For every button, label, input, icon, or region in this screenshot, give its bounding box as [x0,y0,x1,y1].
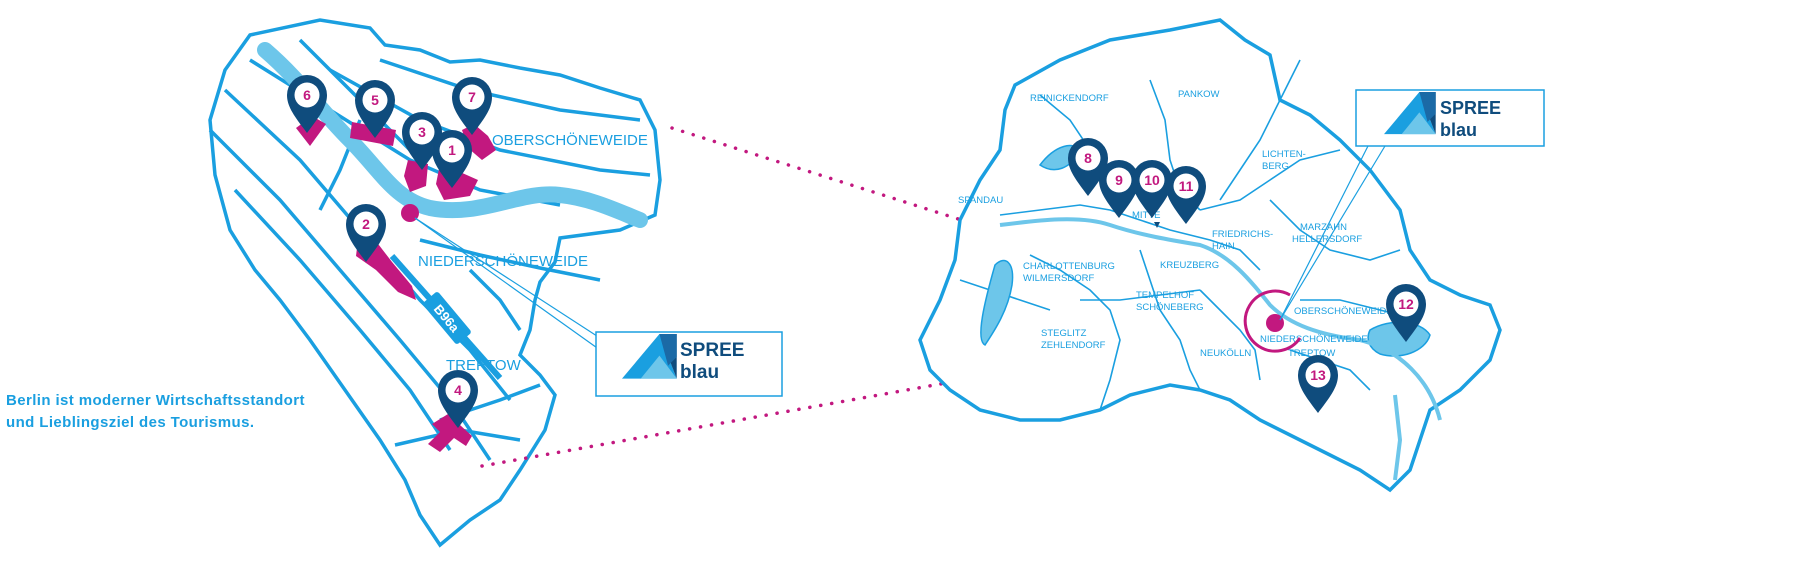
logo-word-blau-right: blau [1440,120,1477,140]
district-charlottenburg-2: WILMERSDORF [1023,273,1094,284]
map-marker-icon[interactable]: 8 [1068,138,1108,196]
pin-number-10: 10 [1144,172,1160,188]
map-marker-icon[interactable]: 1 [432,130,472,188]
callout-lines-left [414,217,601,351]
pin-number-4: 4 [454,382,462,398]
logo-word-spree-right: SPREE [1440,98,1501,118]
map-marker-icon[interactable]: 2 [346,204,386,262]
district-steglitz-2: ZEHLENDORF [1041,340,1106,351]
detail-center-dot [401,204,419,222]
caption: Berlin ist moderner Wirtschaftsstandort … [6,390,386,434]
pin-number-9: 9 [1115,172,1123,188]
map-marker-icon[interactable]: 11 [1166,166,1206,224]
district-pankow: PANKOW [1178,89,1220,100]
pin-number-7: 7 [468,89,476,105]
district-friedrichshain-1: FRIEDRICHS- [1212,229,1273,240]
district-treptow: TREPTOW [1288,348,1335,359]
district-steglitz-1: STEGLITZ [1041,328,1087,339]
label-oberschoeneweide: OBERSCHÖNEWEIDE [492,131,648,149]
district-charlottenburg-1: CHARLOTTENBURG [1023,261,1115,272]
district-kreuzberg: KREUZBERG [1160,260,1219,271]
location-highlight [1243,289,1302,353]
detail-map: B96a OBERSCHÖNEWEIDE NIEDERSCHÖNEWEIDE T… [208,18,783,548]
district-marzahn-2: HELLERSDORF [1292,234,1362,245]
detail-pins: 1 2 3 4 5 6 7 [287,75,492,428]
caption-line-2: und Lieblingsziel des Tourismus. [6,414,255,431]
district-mitte: MITTE [1132,210,1161,221]
pin-number-6: 6 [303,87,311,103]
pin-number-8: 8 [1084,150,1092,166]
pin-number-5: 5 [371,92,379,108]
district-tempelhof-2: SCHÖNEBERG [1136,302,1204,313]
callout-lines-right [1279,145,1386,321]
caption-line-1: Berlin ist moderner Wirtschaftsstandort [6,392,305,409]
district-spandau: SPANDAU [958,195,1003,206]
pin-number-1: 1 [448,142,456,158]
pin-number-12: 12 [1398,296,1414,312]
map-marker-icon[interactable]: 6 [287,75,327,133]
logo-box-left: SPREE blau [595,331,783,397]
district-lichtenberg-1: LICHTEN- [1262,149,1306,160]
district-reinickendorf: REINICKENDORF [1030,93,1109,104]
berlin-outline [918,18,1502,493]
city-river [999,217,1442,481]
map-marker-icon[interactable]: 5 [355,80,395,138]
pin-number-3: 3 [418,124,426,140]
map-marker-icon[interactable]: 4 [438,370,478,428]
map-marker-icon[interactable]: 9 [1099,160,1139,218]
logo-word-blau: blau [680,362,719,383]
district-oberschoeneweide: OBERSCHÖNEWEIDE [1294,306,1393,317]
city-pins: 8 9 10 11 12 13 [1068,138,1426,413]
map-marker-icon[interactable]: 13 [1298,355,1338,413]
detail-map-outline [208,18,662,548]
map-marker-icon[interactable]: 7 [452,77,492,135]
map-marker-icon[interactable]: 3 [402,112,442,170]
pin-number-2: 2 [362,216,370,232]
district-niederschoeneweide: NIEDERSCHÖNEWEIDE [1260,334,1368,345]
label-niederschoeneweide: NIEDERSCHÖNEWEIDE [418,252,588,270]
city-map: REINICKENDORF PANKOW LICHTEN- BERG SPAND… [918,18,1545,493]
map-marker-icon[interactable]: 10 [1132,160,1172,218]
district-labels: REINICKENDORF PANKOW LICHTEN- BERG SPAND… [958,89,1393,359]
district-marzahn-1: MARZAHN [1300,222,1347,233]
pin-number-13: 13 [1310,367,1326,383]
district-friedrichshain-2: HAIN [1212,241,1235,252]
map-marker-icon[interactable]: 12 [1386,284,1426,342]
logo-box-right: SPREE blau [1355,89,1545,147]
mitte-marker [1154,222,1160,228]
district-tempelhof-1: TEMPELHOF [1136,290,1194,301]
label-treptow: TREPTOW [446,357,522,374]
pin-number-11: 11 [1179,178,1194,194]
logo-word-spree: SPREE [680,340,744,361]
district-neukoelln: NEUKÖLLN [1200,348,1251,359]
district-lichtenberg-2: BERG [1262,161,1289,172]
